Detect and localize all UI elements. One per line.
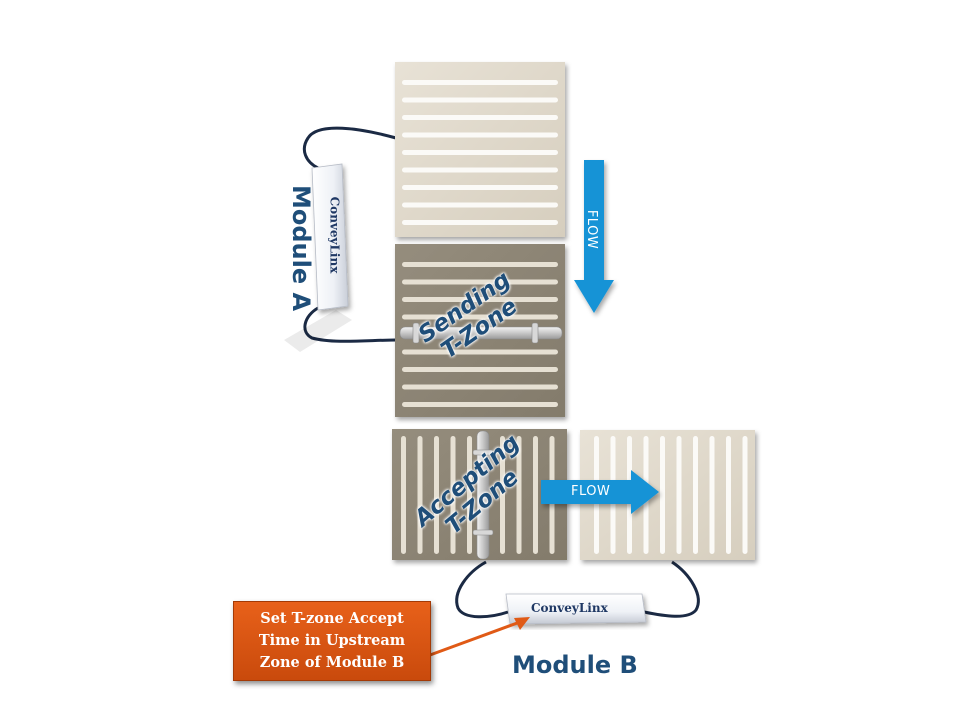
conveylinx-a-label: ConveyLinx: [327, 196, 342, 274]
flow-down-label: FLOW: [584, 209, 600, 250]
callout-line-2: Time in Upstream: [258, 632, 406, 649]
callout-pointer-arrow: [429, 617, 530, 657]
roller: [402, 80, 558, 85]
conveylinx-device-b: [505, 593, 647, 625]
roller: [402, 262, 558, 267]
conveylinx-b-label: ConveyLinx: [531, 601, 608, 615]
roller: [742, 436, 748, 554]
roller: [402, 150, 558, 155]
roller: [516, 436, 522, 554]
cable-module-b-right: [643, 560, 700, 618]
device-a-shadow: [284, 310, 352, 352]
roller: [402, 402, 558, 407]
callout-line-3: Zone of Module B: [259, 654, 405, 671]
roller: [402, 349, 558, 355]
roller: [401, 436, 406, 554]
roller: [402, 115, 558, 120]
cable-module-a-bottom: [303, 306, 397, 343]
conveylinx-device-a: [311, 163, 349, 311]
roller: [676, 436, 682, 554]
flow-arrow-down: [574, 160, 614, 313]
upper-conveyor-rollers: [402, 80, 558, 225]
roller: [402, 167, 558, 173]
flow-right-label: FLOW: [571, 484, 611, 499]
cable-module-a-top: [302, 126, 397, 170]
roller: [402, 297, 558, 302]
roller: [402, 220, 558, 225]
roller: [693, 436, 698, 554]
roller: [726, 436, 731, 554]
roller: [434, 436, 439, 554]
roller: [402, 97, 558, 103]
roller: [709, 436, 715, 554]
roller: [417, 436, 423, 554]
roller: [402, 202, 558, 208]
roller: [660, 436, 665, 554]
cable-module-b-left: [455, 560, 509, 619]
roller: [500, 436, 505, 554]
roller: [467, 436, 472, 554]
module-b-label: Module B: [512, 651, 638, 679]
flow-arrow-right: [541, 470, 659, 514]
sending-transfer-pipe: [399, 322, 563, 344]
roller: [402, 367, 558, 372]
callout-line-1: Set T-zone Accept: [260, 610, 404, 627]
roller: [533, 436, 538, 554]
roller: [402, 384, 558, 390]
roller: [402, 185, 558, 190]
upper-conveyor-section: [395, 62, 565, 237]
roller: [402, 314, 558, 320]
accepting-transfer-pipe: [472, 430, 494, 560]
instruction-callout: Set T-zone Accept Time in Upstream Zone …: [233, 601, 431, 681]
roller: [450, 436, 456, 554]
roller: [402, 279, 558, 285]
roller: [402, 132, 558, 138]
module-a-label: Module A: [287, 184, 316, 312]
